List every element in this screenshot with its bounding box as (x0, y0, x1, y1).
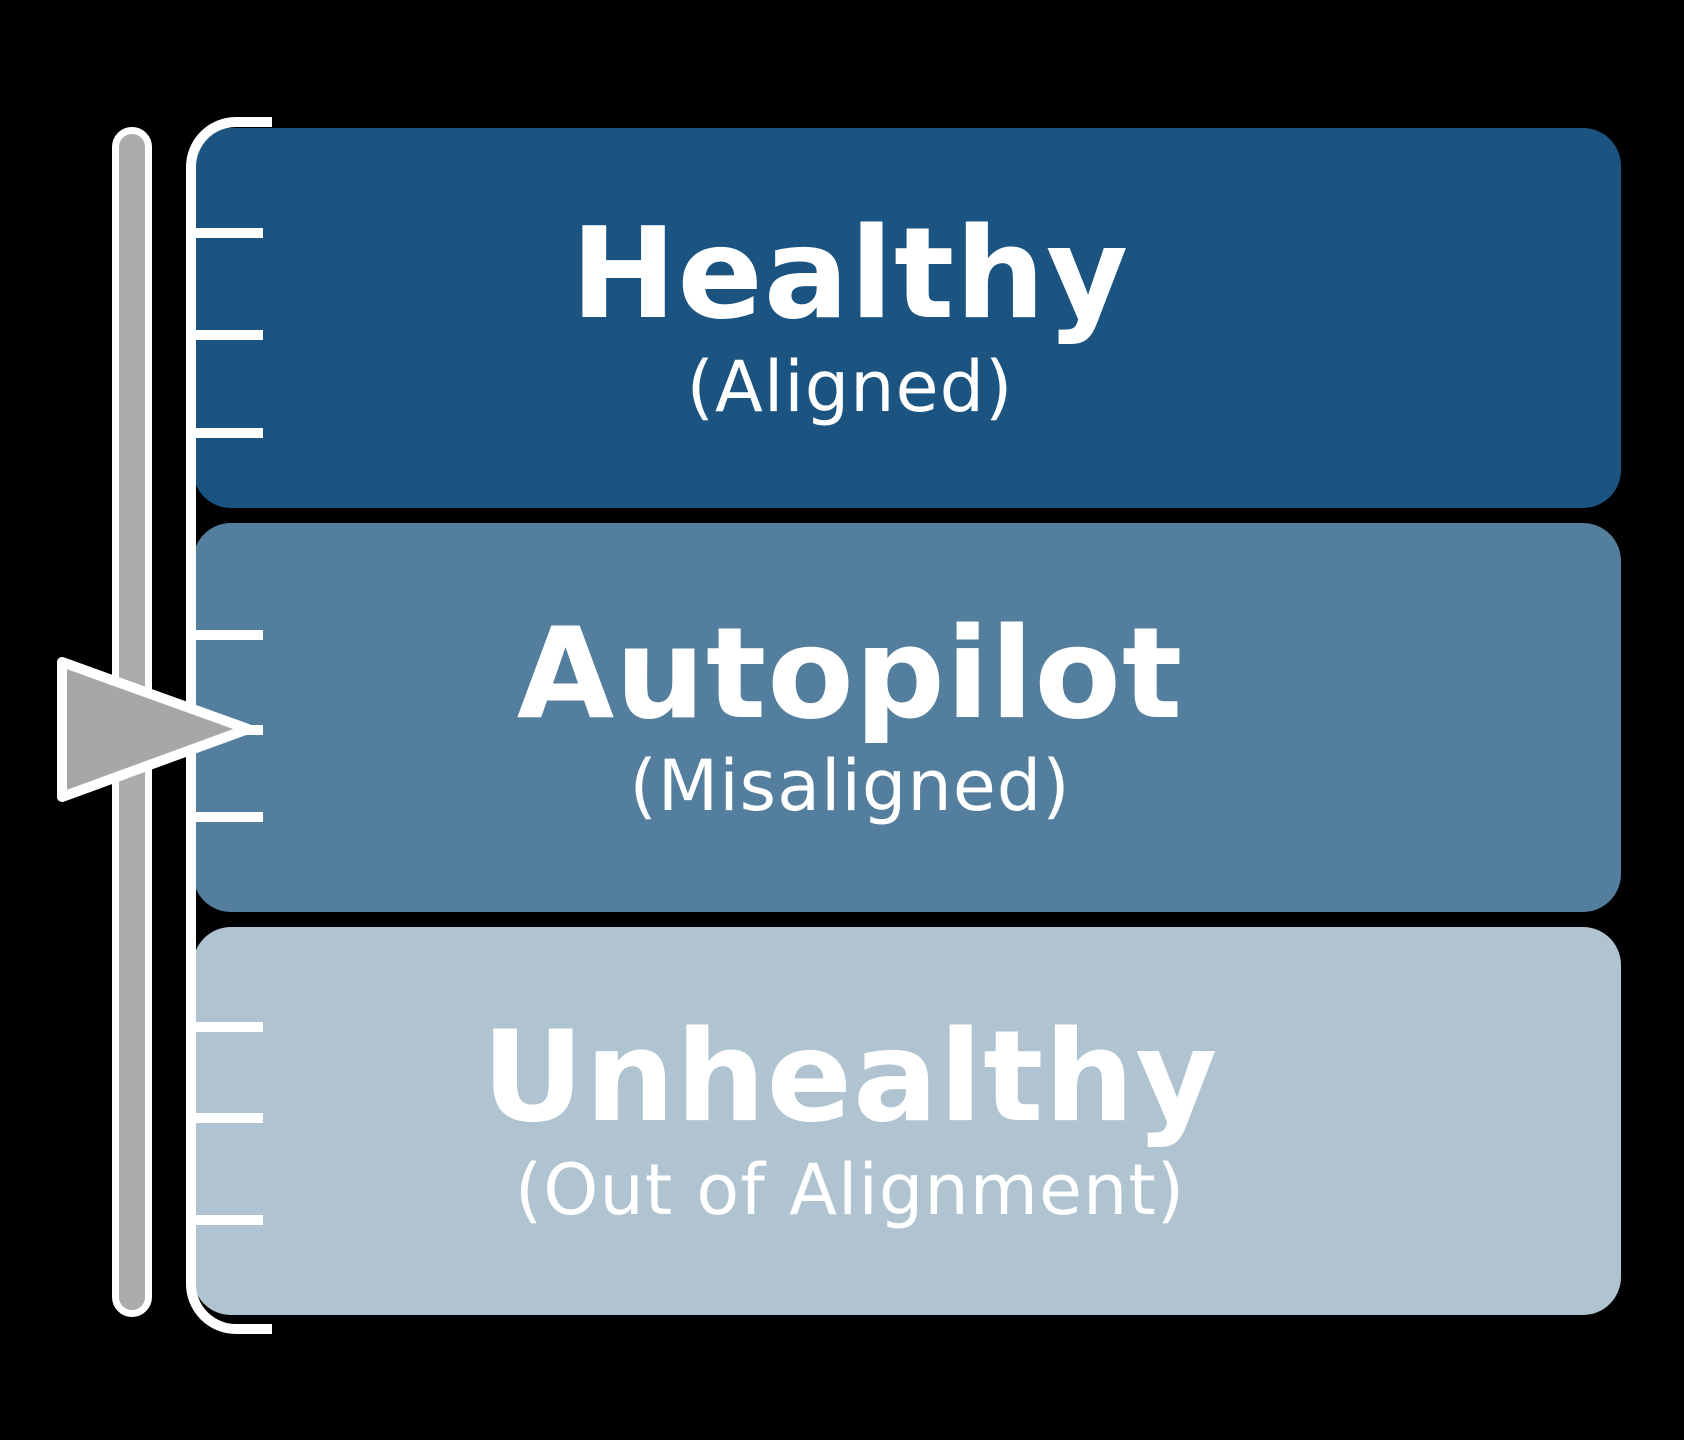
level-subtitle-unhealthy: (Out of Alignment) (514, 1148, 1186, 1231)
level-title-unhealthy: Unhealthy (481, 1003, 1219, 1151)
level-title-healthy: Healthy (570, 200, 1130, 348)
level-box-unhealthy: Unhealthy (Out of Alignment) (193, 927, 1621, 1315)
level-box-autopilot: Autopilot (Misaligned) (193, 523, 1621, 912)
level-subtitle-autopilot: (Misaligned) (629, 745, 1071, 828)
level-box-healthy: Healthy (Aligned) (193, 128, 1621, 508)
gauge-bar (112, 127, 152, 1317)
level-subtitle-healthy: (Aligned) (686, 345, 1014, 428)
level-title-autopilot: Autopilot (516, 599, 1184, 747)
